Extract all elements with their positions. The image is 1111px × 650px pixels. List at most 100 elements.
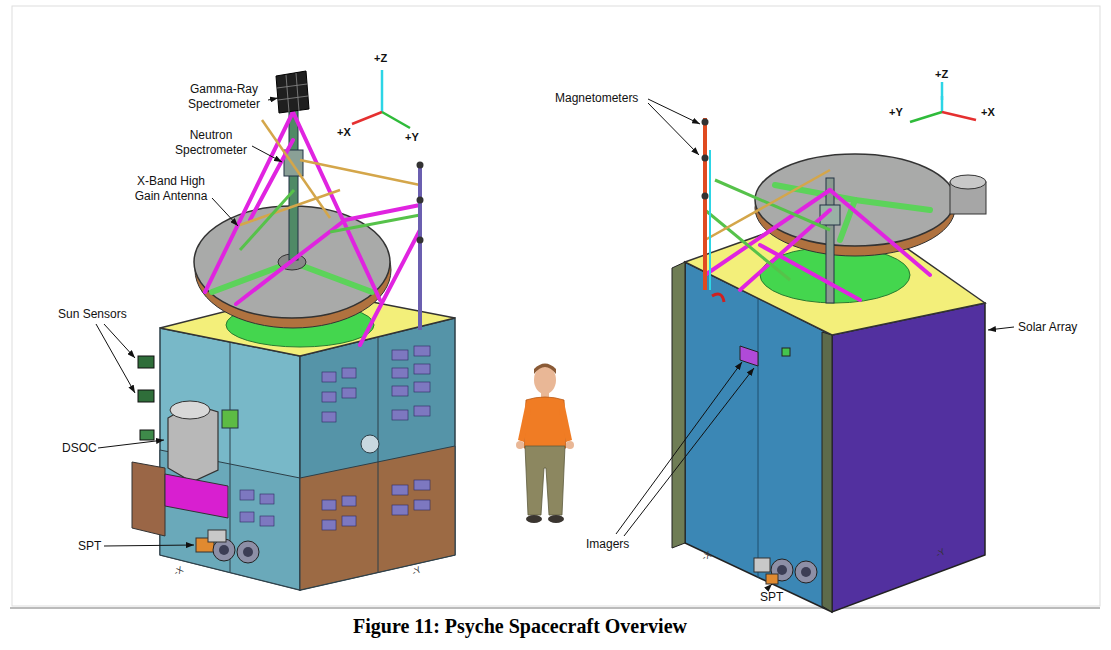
left-spacecraft (300, 160, 420, 185)
right-spacecraft (832, 303, 985, 612)
left-spacecraft (330, 215, 420, 232)
left-spacecraft (236, 220, 345, 304)
right-spacecraft (705, 170, 830, 240)
axis-label: +Z (934, 68, 949, 81)
leader-line (98, 440, 164, 448)
axis-triad (352, 112, 382, 124)
left-spacecraft (277, 84, 307, 88)
left-spacecraft (140, 430, 154, 440)
left-spacecraft (414, 406, 430, 416)
left-spacecraft (414, 480, 430, 490)
left-spacecraft (392, 368, 408, 378)
axis-marker: -Y (410, 564, 423, 577)
left-spacecraft (322, 372, 336, 382)
right-spacecraft (754, 558, 770, 572)
person-figure (548, 515, 564, 523)
frame (10, 607, 1100, 609)
right-spacecraft (703, 118, 707, 290)
axis-triad (382, 112, 410, 128)
callout-label: SPT (78, 539, 101, 554)
callout-label: Neutron Spectrometer (170, 128, 252, 158)
person-figure (566, 441, 574, 449)
left-spacecraft (278, 96, 308, 100)
left-spacecraft (240, 490, 254, 500)
left-spacecraft (286, 75, 289, 112)
callout-label: Solar Array (1018, 320, 1077, 335)
left-spacecraft (240, 346, 430, 530)
axis-triad (381, 70, 384, 112)
left-spacecraft (300, 318, 455, 590)
left-spacecraft (322, 412, 336, 422)
left-spacecraft (296, 73, 299, 111)
left-spacecraft (417, 162, 424, 244)
right-spacecraft (712, 294, 724, 302)
right-spacecraft (702, 155, 709, 162)
right-spacecraft (782, 348, 790, 356)
person-figure (534, 364, 556, 375)
axis-triad (941, 96, 944, 112)
left-spacecraft (414, 364, 430, 374)
leader-line (624, 368, 754, 536)
left-spacecraft (138, 356, 154, 368)
left-spacecraft (240, 190, 420, 250)
left-spacecraft (240, 512, 254, 522)
axis-label: +X (336, 126, 352, 139)
person-figure (516, 364, 574, 524)
leader-line (96, 324, 135, 393)
left-spacecraft (262, 120, 330, 218)
left-spacecraft (414, 346, 430, 356)
left-spacecraft (392, 350, 408, 360)
right-spacecraft (775, 185, 855, 200)
left-spacecraft (240, 120, 420, 225)
right-spacecraft (740, 346, 758, 366)
callout-label: Imagers (586, 537, 629, 552)
left-spacecraft (260, 494, 274, 504)
left-spacecraft (360, 230, 420, 345)
left-spacecraft (165, 474, 228, 518)
right-spacecraft (705, 170, 830, 240)
left-spacecraft (417, 197, 424, 204)
left-spacecraft (237, 541, 259, 563)
left-spacecraft (418, 162, 422, 330)
left-spacecraft (378, 338, 379, 572)
left-spacecraft (342, 368, 356, 378)
person-figure (526, 515, 542, 523)
left-spacecraft (414, 382, 430, 392)
left-spacecraft (230, 342, 231, 572)
left-spacecraft (222, 410, 238, 428)
callout-label: X-Band High Gain Antenna (128, 174, 214, 204)
left-spacecraft (392, 410, 408, 420)
left-spacecraft (392, 505, 408, 515)
left-spacecraft (392, 485, 408, 495)
leader-line (648, 103, 699, 155)
left-spacecraft (361, 435, 379, 453)
left-spacecraft (260, 516, 274, 526)
axis-marker: -X (172, 564, 185, 577)
right-spacecraft (702, 119, 709, 200)
callout-label: SPT (760, 590, 783, 605)
right-spacecraft (705, 210, 790, 280)
left-spacecraft (322, 392, 336, 402)
callout-label: Sun Sensors (58, 307, 127, 322)
left-spacecraft (219, 545, 229, 555)
callout-label: DSOC (62, 441, 97, 456)
axis-label: +Z (373, 52, 388, 65)
right-spacecraft (855, 200, 930, 210)
left-spacecraft (170, 401, 210, 419)
person-figure (525, 446, 565, 515)
person-figure (516, 441, 524, 449)
leader-line (616, 362, 742, 534)
right-spacecraft (755, 154, 955, 246)
right-spacecraft (715, 180, 830, 230)
right-spacecraft (830, 190, 930, 275)
axis-label: +X (980, 106, 996, 119)
left-spacecraft (289, 102, 298, 260)
right-spacecraft (801, 567, 811, 577)
left-spacecraft (160, 328, 300, 590)
figure-caption: Figure 11: Psyche Spacecraft Overview (180, 614, 860, 638)
left-spacecraft (342, 516, 356, 526)
leader-line (212, 198, 238, 226)
axis-label: +Y (404, 131, 420, 144)
left-spacecraft (276, 71, 309, 113)
leader-line (104, 545, 194, 546)
